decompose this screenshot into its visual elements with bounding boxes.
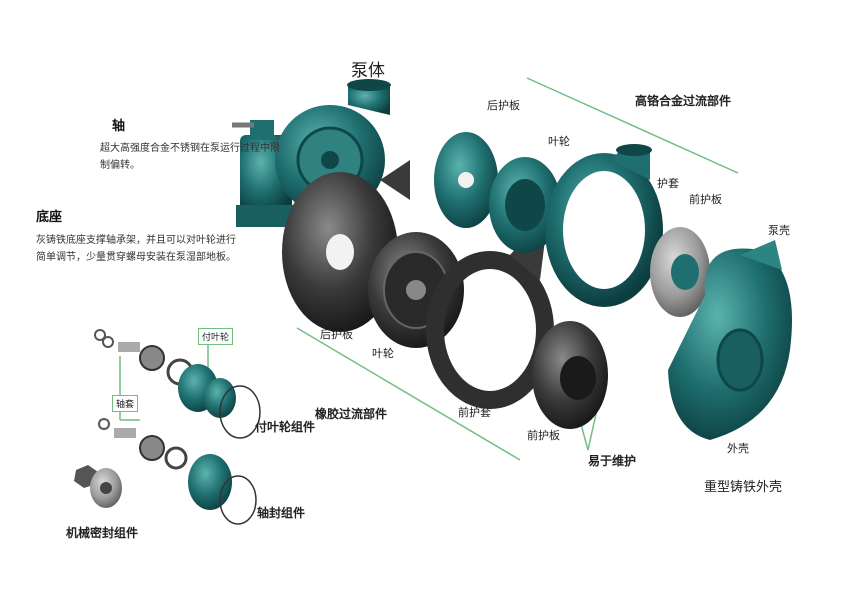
label-high-chrome: 高铬合金过流部件 — [635, 94, 732, 108]
label-easy-maint: 易于维护 — [588, 454, 637, 468]
label-cast-iron: 重型铸铁外壳 — [704, 480, 783, 495]
label-shaft-title: 轴 — [112, 119, 126, 134]
label-expeller-assembly: 付叶轮组件 — [255, 420, 316, 434]
label-rear-liner-bottom: 后护板 — [320, 328, 353, 341]
label-mech-seal-assembly: 机械密封组件 — [66, 526, 139, 540]
mech-seal-illustration — [74, 465, 122, 508]
outer-casing-illustration — [668, 240, 792, 440]
label-base-title: 底座 — [36, 210, 63, 225]
guide-line-rubber — [296, 327, 521, 461]
expeller-assembly-illustration — [94, 329, 261, 439]
label-pump-casing: 泵壳 — [768, 224, 790, 237]
guide-line-high-chrome — [526, 77, 739, 174]
label-front-sheath: 前护套 — [458, 406, 491, 419]
chrome-front-liner — [650, 227, 710, 317]
label-base-desc: 灰铸铁底座支撑轴承架，并且可以对叶轮进行简单调节，少量贯穿螺母安装在泵湿部地板。 — [36, 235, 236, 263]
label-sheath: 护套 — [657, 177, 679, 190]
label-shaft-seal-assembly: 轴封组件 — [257, 506, 306, 520]
chrome-impeller — [489, 157, 561, 253]
chrome-sheath — [545, 144, 663, 307]
label-front-liner-top: 前护板 — [689, 193, 722, 206]
chrome-rear-liner — [434, 132, 498, 228]
rubber-front-liner — [532, 321, 608, 429]
label-impeller-top: 叶轮 — [548, 135, 570, 148]
label-pump-body: 泵体 — [351, 61, 385, 81]
label-shaft-desc: 超大高强度合金不锈钢在泵运行过程中限制偏转。 — [100, 143, 280, 171]
label-rubber-parts: 橡胶过流部件 — [315, 407, 388, 421]
label-outer-shell: 外壳 — [727, 442, 749, 455]
label-rear-liner-top: 后护板 — [487, 99, 520, 112]
label-front-liner-bottom: 前护板 — [527, 429, 560, 442]
label-shaft-sleeve-box: 轴套 — [112, 395, 139, 412]
label-expeller-box: 付叶轮 — [198, 328, 234, 345]
label-impeller-bottom: 叶轮 — [372, 347, 394, 360]
shaft-seal-assembly-illustration — [98, 418, 257, 525]
